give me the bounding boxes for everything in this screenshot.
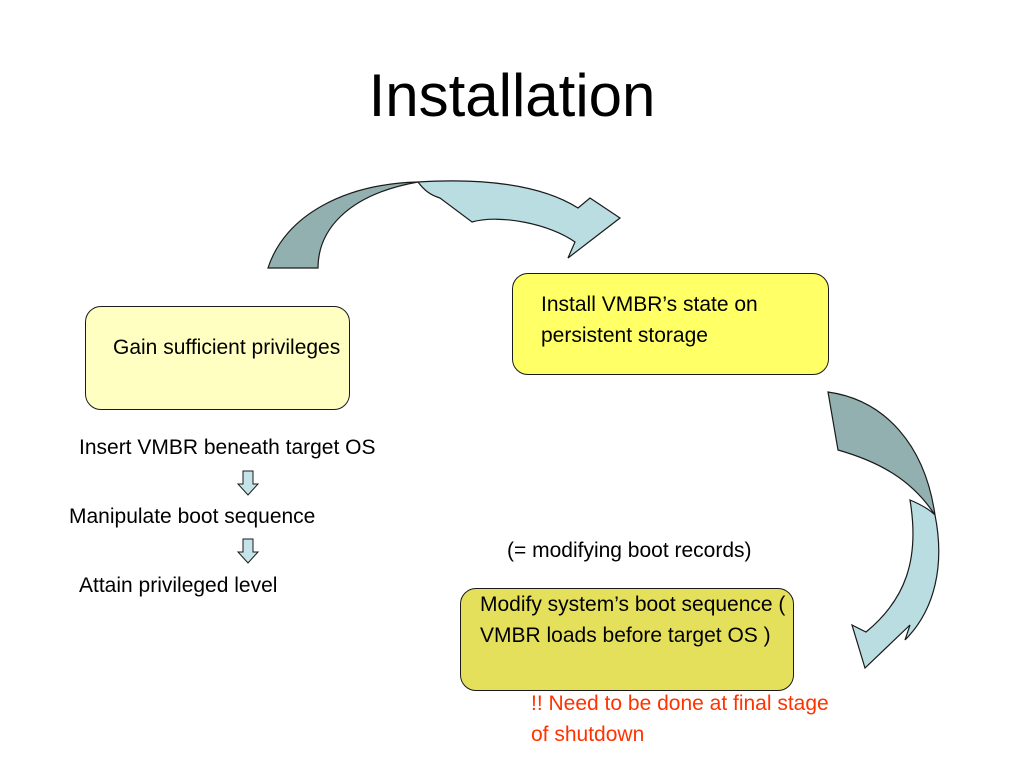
step-attain-privileged: Attain privileged level xyxy=(79,574,278,597)
down-arrow-icon xyxy=(236,470,260,496)
curved-arrow-right xyxy=(827,391,940,670)
box-modify-boot-sequence: Modify system’s boot sequence ( VMBR loa… xyxy=(460,588,794,691)
note-boot-records: (= modifying boot records) xyxy=(507,539,752,562)
box-modify-boot-sequence-label: Modify system’s boot sequence ( VMBR loa… xyxy=(480,593,786,647)
down-arrow-icon xyxy=(236,538,260,564)
box-install-state: Install VMBR’s state on persistent stora… xyxy=(512,273,829,375)
step-manipulate-boot: Manipulate boot sequence xyxy=(69,505,316,528)
warning-note: !! Need to be done at final stage of shu… xyxy=(531,692,829,746)
step-insert-vmbr: Insert VMBR beneath target OS xyxy=(79,436,376,459)
slide-title: Installation xyxy=(368,62,656,129)
curved-arrow-top xyxy=(267,180,622,269)
box-gain-privileges-label: Gain sufficient privileges xyxy=(113,336,341,359)
box-install-state-label: Install VMBR’s state on persistent stora… xyxy=(541,293,758,347)
box-gain-privileges: Gain sufficient privileges xyxy=(85,306,350,410)
